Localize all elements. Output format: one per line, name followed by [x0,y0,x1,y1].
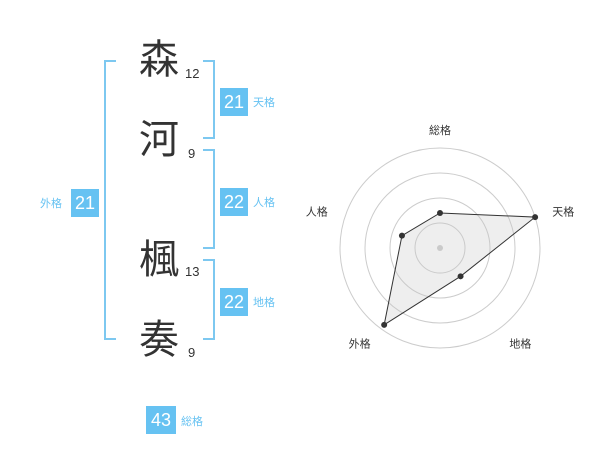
radar-point-3 [381,321,388,328]
gaikaku-bracket [104,60,116,340]
radar-shape [381,210,539,328]
radar-axis-label-4: 人格 [306,205,328,219]
name-char-1: 森 [139,37,179,83]
radar-grid [339,147,541,349]
radar-axis-label-1: 天格 [552,205,574,219]
tenkaku-label: 天格 [253,96,275,109]
name-char-3: 楓 [139,237,179,283]
radar-polygon [383,212,537,326]
jinkaku-badge: 22 [220,188,248,216]
jinkaku-bracket [203,149,215,249]
stroke-count-4: 9 [188,345,196,360]
tenkaku-bracket [203,60,215,139]
radar-ring [364,172,516,324]
stroke-count-3: 13 [185,264,200,279]
name-char-2: 河 [139,117,179,163]
radar-center [437,245,443,251]
name-char-4: 奏 [139,317,179,363]
jinkaku-label: 人格 [253,196,275,209]
gaikaku-label: 外格 [40,197,62,210]
tenkaku-badge: 21 [220,88,248,116]
radar-point-4 [398,232,405,239]
radar-axis-label-2: 地格 [509,336,531,350]
radar-point-0 [437,210,443,216]
stroke-count-1: 12 [185,66,200,81]
radar-point-1 [532,214,539,221]
gaikaku-badge: 21 [71,189,99,217]
chikaku-bracket [203,259,215,340]
radar-ring [414,222,466,274]
radar-point-2 [457,273,464,280]
chikaku-badge: 22 [220,288,248,316]
soukaku-badge: 43 [146,406,176,434]
chikaku-label: 地格 [253,296,275,309]
radar-ring [339,147,541,349]
stroke-count-2: 9 [188,146,196,161]
radar-ring [389,197,491,299]
radar-axis-label-0: 総格 [429,123,451,137]
radar-axis-label-3: 外格 [349,336,371,350]
soukaku-label: 総格 [181,415,203,428]
